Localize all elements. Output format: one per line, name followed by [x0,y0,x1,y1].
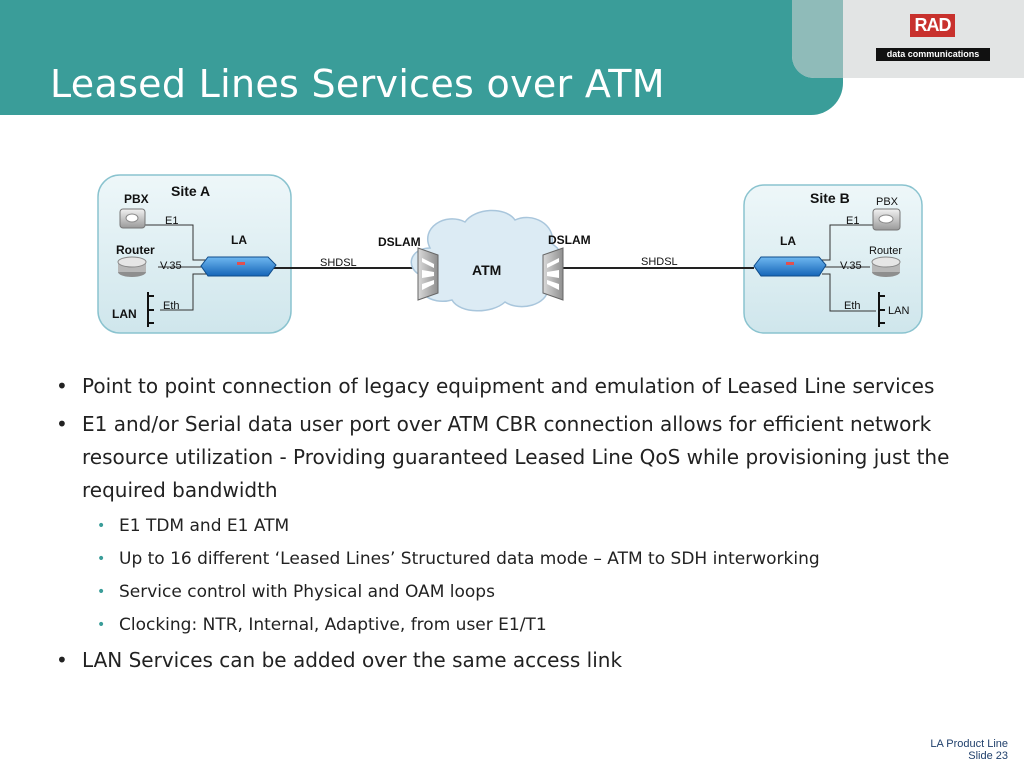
site-b-label: Site B [810,190,850,206]
e1-label-a: E1 [165,215,178,227]
shdsl-label-right: SHDSL [641,256,678,268]
pbx-label-b: PBX [876,196,899,208]
dslam-label-left: DSLAM [378,235,421,249]
eth-label-a: Eth [163,300,180,312]
bullet-item: LAN Services can be added over the same … [54,644,954,677]
footer-slide-number: Slide 23 [968,750,1008,762]
router-label-a: Router [116,243,155,257]
footer-product: LA Product Line [930,738,1008,750]
la-device-b [753,256,827,277]
lan-label-a: LAN [112,307,137,321]
shdsl-label-left: SHDSL [320,257,357,269]
atm-cloud-label: ATM [472,262,501,278]
site-b-wiring [822,224,876,312]
eth-label-b: Eth [844,300,861,312]
router-label-b: Router [869,245,902,257]
sub-bullet-item: Clocking: NTR, Internal, Adaptive, from … [54,611,954,640]
dslam-left [417,247,439,301]
site-a-box [97,174,292,334]
lan-bus-icon-a [147,292,154,327]
v35-label-b: V.35 [840,260,862,272]
la-device-a [200,256,277,277]
lan-label-b: LAN [888,305,909,317]
dslam-right [542,247,564,301]
dslam-label-right: DSLAM [548,233,591,247]
slide-title: Leased Lines Services over ATM [50,62,665,106]
la-label-a: LA [231,233,247,247]
pbx-label-a: PBX [124,192,149,206]
bullet-item: Point to point connection of legacy equi… [54,370,954,403]
site-a-label: Site A [171,183,210,199]
rad-logo: RAD [910,14,955,37]
bullet-item: E1 and/or Serial data user port over ATM… [54,408,954,507]
pbx-icon-b [872,208,901,231]
lan-bus-icon-b [878,292,885,327]
e1-label-b: E1 [846,215,859,227]
logo-panel-accent [792,0,843,78]
rad-logo-tagline: data communications [876,48,990,61]
pbx-icon-a [119,208,146,229]
router-icon-a [117,256,147,277]
sub-bullet-item: E1 TDM and E1 ATM [54,512,954,541]
footer: LA Product Line Slide 23 [930,738,1008,762]
la-label-b: LA [780,234,796,248]
sub-bullet-item: Up to 16 different ‘Leased Lines’ Struct… [54,545,954,574]
site-a-wiring [144,224,208,311]
header-band [0,0,843,115]
bullet-list: Point to point connection of legacy equi… [54,370,954,682]
sub-bullet-item: Service control with Physical and OAM lo… [54,578,954,607]
router-icon-b [871,256,901,277]
v35-label-a: V.35 [160,260,182,272]
